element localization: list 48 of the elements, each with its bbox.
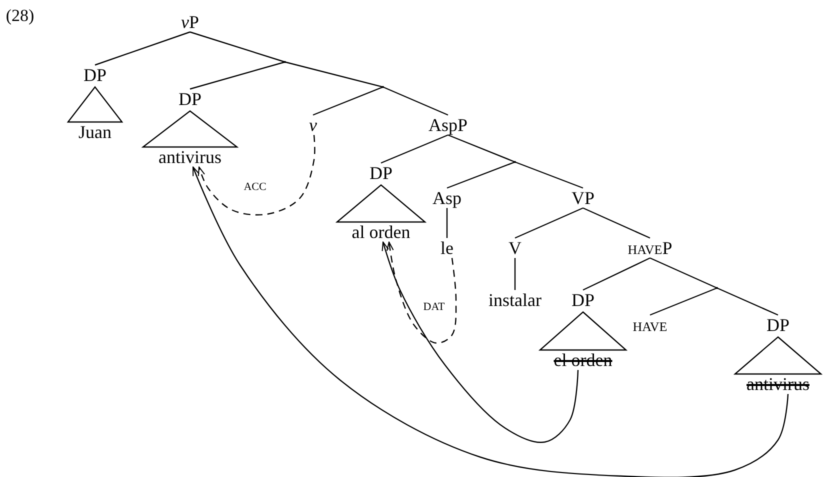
category-label: have — [632, 315, 668, 335]
tree-branch — [582, 207, 650, 239]
tree-branch — [650, 287, 718, 316]
word-label: al orden — [352, 222, 410, 242]
tree-branch — [446, 208, 448, 238]
word-label: antivirus — [746, 374, 810, 394]
tree-branch — [716, 287, 778, 316]
movement-arrow — [382, 242, 579, 443]
tree-branch — [380, 134, 448, 164]
tree-branch — [650, 257, 718, 289]
tree-branch — [514, 207, 584, 239]
word-label: antivirus — [158, 147, 222, 167]
triangle-symbol — [66, 86, 123, 123]
category-label: v — [309, 115, 317, 135]
tree-branch — [448, 134, 516, 163]
category-label: haveP — [628, 238, 672, 258]
tree-branch — [312, 86, 384, 116]
word-label: Juan — [78, 122, 112, 142]
triangle-symbol — [734, 336, 822, 375]
movement-arrow — [198, 134, 316, 216]
tree-branch — [514, 258, 516, 290]
category-label: Asp — [432, 188, 462, 208]
category-label: vP — [180, 12, 199, 32]
tree-branch — [190, 31, 286, 63]
word-label: instalar — [488, 290, 542, 310]
triangle-symbol — [142, 110, 238, 148]
tree-branch — [446, 161, 516, 189]
category-label: DP — [571, 290, 594, 310]
tree-branch — [382, 86, 448, 116]
category-label: DP — [83, 65, 106, 85]
tree-branch — [94, 31, 190, 66]
tree-branch — [582, 257, 650, 291]
tree-branch — [284, 61, 384, 88]
tree-branch — [514, 161, 584, 189]
movement-arrow — [386, 242, 457, 344]
word-label: le — [440, 238, 454, 258]
example-number: (28) — [6, 6, 34, 24]
category-label: V — [508, 238, 522, 258]
category-label: VP — [571, 188, 594, 208]
tree-branch — [190, 61, 286, 90]
movement-arrow — [192, 166, 789, 477]
category-label: DP — [766, 315, 790, 335]
category-label: DP — [178, 89, 202, 109]
triangle-symbol — [336, 184, 426, 223]
triangle-symbol — [538, 311, 627, 351]
category-label: DP — [369, 163, 392, 183]
word-label: el orden — [554, 350, 612, 370]
category-label: AspP — [428, 115, 468, 135]
